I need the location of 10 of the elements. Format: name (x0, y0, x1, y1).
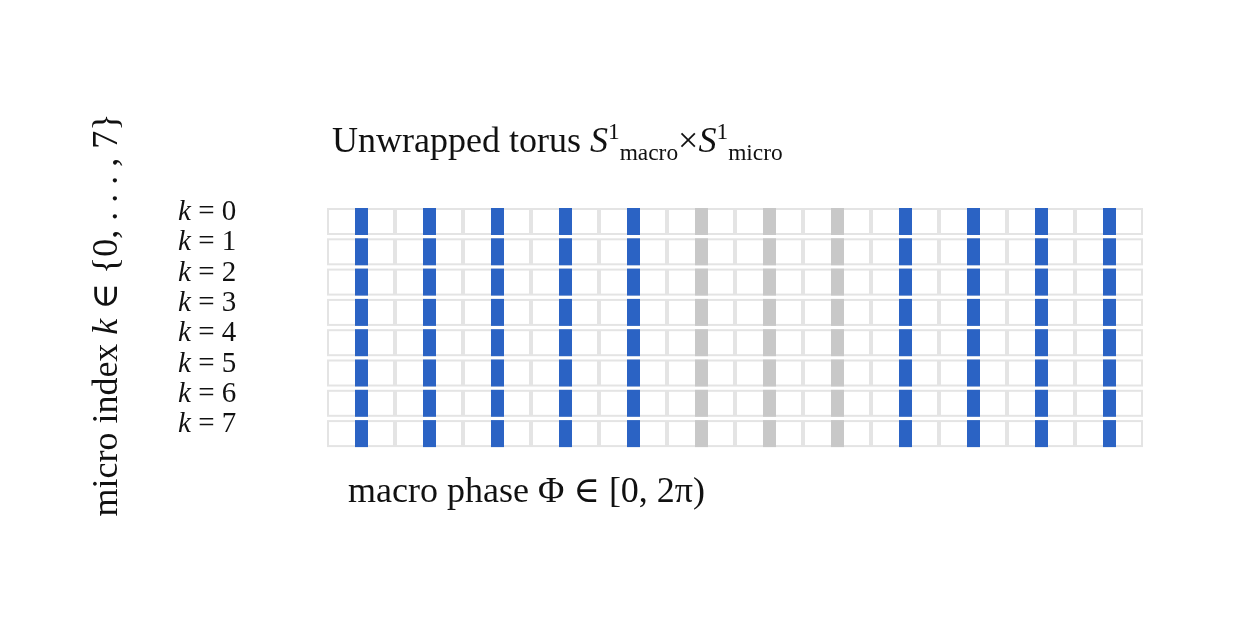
axis-label: micro index k ∈ {0, . . . , 7} (87, 113, 123, 517)
row-label: k = 7 (178, 408, 237, 438)
row-label: k = 2 (178, 256, 237, 286)
axis-label: macro phase Φ ∈ [0, 2π) (348, 472, 706, 508)
row-label: k = 6 (178, 377, 237, 407)
row-label: k = 0 (178, 196, 237, 225)
row-label: k = 1 (178, 226, 237, 256)
row-label: k = 4 (178, 317, 237, 347)
row-label: k = 3 (178, 286, 237, 316)
row-label: k = 5 (178, 347, 237, 377)
